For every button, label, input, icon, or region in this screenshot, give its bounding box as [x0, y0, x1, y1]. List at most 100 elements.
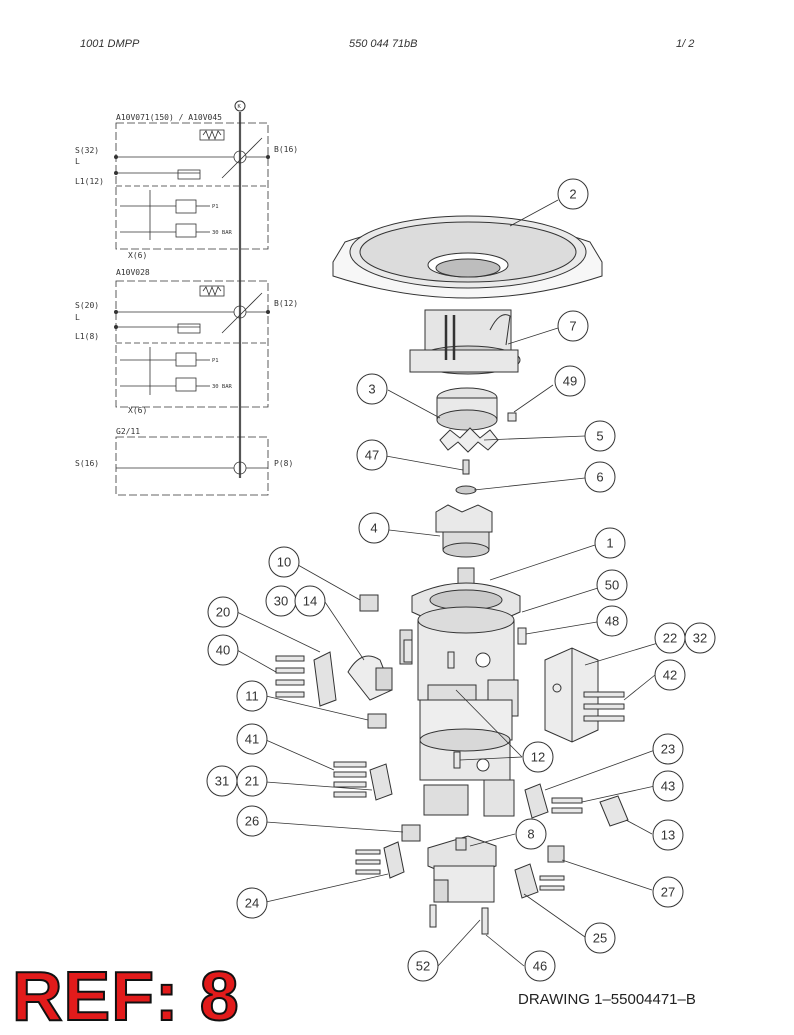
callout-41: 41 [236, 723, 268, 755]
svg-text:23: 23 [661, 742, 675, 757]
svg-text:20: 20 [216, 605, 230, 620]
block2-suction: S(20) [75, 301, 99, 310]
leader-lines [236, 199, 659, 967]
callout-46: 46 [524, 950, 556, 982]
callout-21: 21 [236, 765, 268, 797]
drawing-number: DRAWING 1–55004471–B [518, 991, 696, 1008]
svg-text:14: 14 [303, 594, 317, 609]
callout-5: 5 [584, 420, 616, 452]
callout-4: 4 [358, 512, 390, 544]
reference-label: REF: 8 [11, 957, 240, 1035]
callout-25: 25 [584, 922, 616, 954]
callout-3: 3 [356, 373, 388, 405]
callout-14: 14 [294, 585, 326, 617]
callouts: 2 7 3 49 5 47 6 4 1 10 50 30 14 20 48 22… [206, 178, 716, 982]
svg-text:2: 2 [569, 187, 576, 202]
callout-20: 20 [207, 596, 239, 628]
bell-housing [409, 309, 521, 375]
callout-40: 40 [207, 634, 239, 666]
callout-10: 10 [268, 546, 300, 578]
svg-text:11: 11 [245, 689, 259, 704]
callout-31: 31 [206, 765, 238, 797]
callout-23: 23 [652, 733, 684, 765]
block1-leak-l1: L1(12) [75, 177, 104, 186]
block2-leak-l: L [75, 313, 80, 322]
callout-1: 1 [594, 527, 626, 559]
block3-suction: S(16) [75, 459, 99, 468]
svg-text:32: 32 [693, 631, 707, 646]
callout-11: 11 [236, 680, 268, 712]
callout-26: 26 [236, 805, 268, 837]
shaft-symbol: K [238, 104, 242, 110]
callout-42: 42 [654, 659, 686, 691]
block2-title: A10V028 [116, 268, 150, 277]
svg-text:13: 13 [661, 828, 675, 843]
fittings-left [313, 594, 421, 879]
svg-text:5: 5 [596, 429, 603, 444]
block3-pressure: P(8) [274, 459, 293, 468]
block1-valve-bar: 30 BAR [212, 230, 233, 236]
svg-text:7: 7 [569, 319, 576, 334]
callout-8: 8 [515, 818, 547, 850]
callout-32: 32 [684, 622, 716, 654]
block2-leak-l1: L1(8) [75, 332, 99, 341]
svg-text:1: 1 [606, 536, 613, 551]
block1-valve-p1: P1 [212, 204, 219, 210]
callout-2: 2 [557, 178, 589, 210]
block1-pressure: B(16) [274, 145, 298, 154]
callout-30: 30 [265, 585, 297, 617]
block1-leak-l: L [75, 157, 80, 166]
svg-text:48: 48 [605, 614, 619, 629]
block2-x-port: X(6) [128, 406, 147, 415]
svg-text:49: 49 [563, 374, 577, 389]
page-number: 1/ 2 [676, 38, 695, 50]
callout-6: 6 [584, 461, 616, 493]
callout-7: 7 [557, 310, 589, 342]
svg-text:26: 26 [245, 814, 259, 829]
svg-text:52: 52 [416, 959, 430, 974]
callout-48: 48 [596, 605, 628, 637]
svg-text:40: 40 [216, 643, 230, 658]
callout-13: 13 [652, 819, 684, 851]
svg-text:21: 21 [245, 774, 259, 789]
callout-49: 49 [554, 365, 586, 397]
hydraulic-schematic [114, 100, 270, 496]
coupling-upper [436, 387, 499, 453]
bolts [275, 412, 625, 935]
exploded-pump-drawing [236, 199, 659, 967]
block2-pressure: B(12) [274, 299, 298, 308]
svg-text:25: 25 [593, 931, 607, 946]
callout-27: 27 [652, 876, 684, 908]
doc-code: 1001 DMPP [80, 38, 140, 50]
svg-text:30: 30 [274, 594, 288, 609]
schematic-block-3 [115, 436, 269, 496]
callout-50: 50 [596, 569, 628, 601]
main-pump-body [399, 567, 521, 817]
svg-text:3: 3 [368, 382, 375, 397]
callout-47: 47 [356, 439, 388, 471]
svg-text:27: 27 [661, 885, 675, 900]
svg-text:8: 8 [527, 827, 534, 842]
svg-text:10: 10 [277, 555, 291, 570]
part-number: 550 044 71bB [349, 38, 418, 50]
flange-plate [332, 215, 603, 299]
svg-text:24: 24 [245, 896, 259, 911]
svg-text:41: 41 [245, 732, 259, 747]
block3-title: G2/11 [116, 427, 140, 436]
svg-text:47: 47 [365, 448, 379, 463]
schematic-block-2 [114, 280, 270, 408]
block2-valve-bar: 30 BAR [212, 384, 233, 390]
callout-12: 12 [522, 741, 554, 773]
schematic-block-1 [114, 122, 270, 250]
svg-text:46: 46 [533, 959, 547, 974]
svg-text:4: 4 [370, 521, 377, 536]
gear-pump [427, 835, 497, 903]
svg-text:6: 6 [596, 470, 603, 485]
callout-43: 43 [652, 770, 684, 802]
svg-text:31: 31 [215, 774, 229, 789]
fittings-right [514, 783, 629, 899]
callout-24: 24 [236, 887, 268, 919]
block1-x-port: X(6) [128, 251, 147, 260]
block1-suction: S(32) [75, 146, 99, 155]
callout-22: 22 [654, 622, 686, 654]
